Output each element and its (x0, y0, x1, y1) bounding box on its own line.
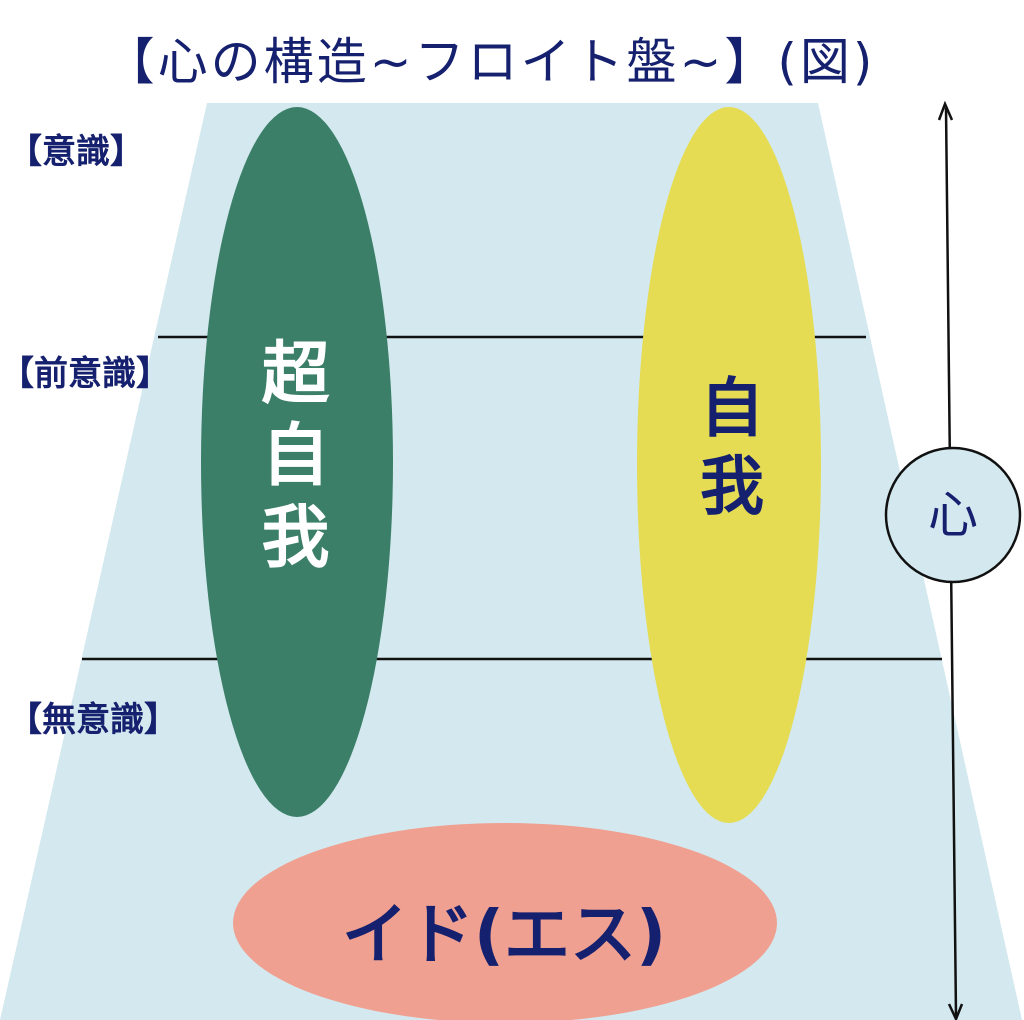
ego-label: 自我 (689, 374, 763, 530)
mind-circle (884, 446, 1022, 584)
ego-ellipse (637, 107, 821, 823)
id-label: イド(エス) (341, 896, 667, 973)
arrow-up-icon (937, 100, 954, 121)
level-conscious-label: 【意識】 (8, 132, 144, 172)
diagram-title: 【心の構造~フロイト盤~】(図) (104, 33, 876, 91)
level-unconscious-label: 【無意識】 (8, 700, 178, 740)
superego-label: 超自我 (249, 337, 328, 583)
arrow-down-icon (947, 1003, 964, 1020)
superego-ellipse (201, 107, 393, 817)
id-ellipse (233, 823, 777, 1020)
mind-label: 心 (928, 486, 978, 544)
level-preconscious-label: 【前意識】 (0, 354, 170, 394)
